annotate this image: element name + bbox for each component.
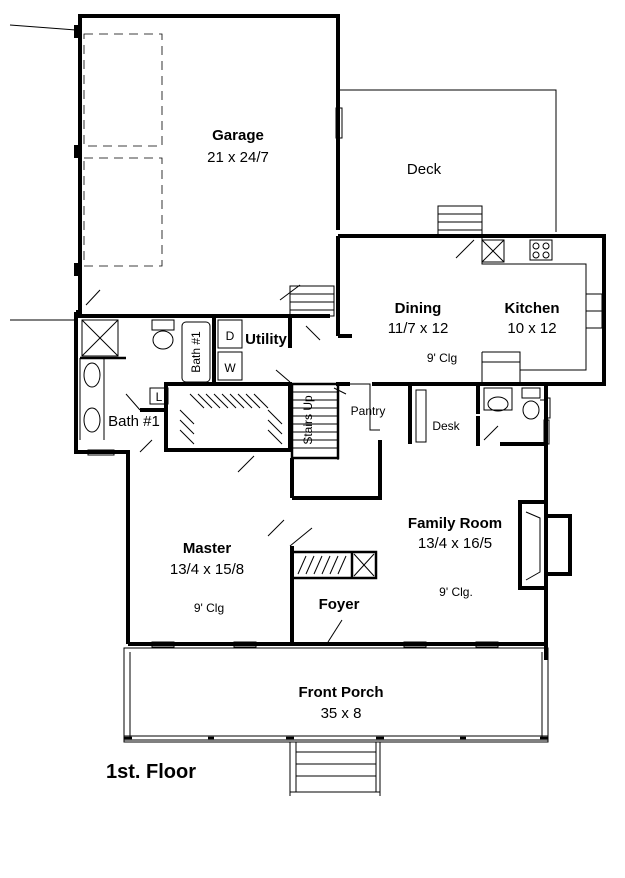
dining-ceiling: 9' Clg (427, 351, 457, 365)
master-ceiling: 9' Clg (194, 601, 224, 615)
master-size: 13/4 x 15/8 (170, 561, 244, 578)
master-name: Master (183, 540, 232, 557)
garage-area (9, 14, 340, 321)
family-foyer (128, 419, 572, 648)
dining-name: Dining (395, 300, 442, 317)
utility-name: Utility (245, 331, 287, 348)
dryer-label: D (226, 329, 235, 343)
front-porch-name: Front Porch (299, 684, 384, 701)
pantry-name: Pantry (351, 404, 386, 418)
deck-name: Deck (407, 161, 442, 178)
stairs-label: Stairs Up (301, 395, 315, 445)
bath-top-name: Bath #1 (189, 331, 203, 373)
front-porch-area (123, 647, 549, 796)
utility-bath-top (74, 312, 330, 644)
deck-area (335, 89, 557, 237)
family-room-name: Family Room (408, 515, 502, 532)
bath-main-name: Bath #1 (108, 413, 160, 430)
dining-size: 11/7 x 12 (388, 320, 449, 337)
kitchen-name: Kitchen (504, 300, 559, 317)
family-room-ceiling: 9' Clg. (439, 585, 473, 599)
family-room-size: 13/4 x 16/5 (418, 535, 492, 552)
staircase (289, 285, 382, 500)
room-labels: Garage 21 x 24/7 Deck Dining 11/7 x 12 9… (106, 127, 560, 783)
floor-label: 1st. Floor (106, 761, 196, 783)
washer-label: W (224, 361, 236, 375)
front-porch-size: 35 x 8 (321, 705, 362, 722)
linen-label: L (156, 390, 163, 404)
desk-name: Desk (432, 419, 460, 433)
garage-name: Garage (212, 127, 264, 144)
foyer-name: Foyer (319, 596, 360, 613)
garage-size: 21 x 24/7 (207, 149, 269, 166)
master-closet (140, 382, 292, 452)
kitchen-dining-walls (333, 234, 606, 660)
kitchen-size: 10 x 12 (507, 320, 556, 337)
